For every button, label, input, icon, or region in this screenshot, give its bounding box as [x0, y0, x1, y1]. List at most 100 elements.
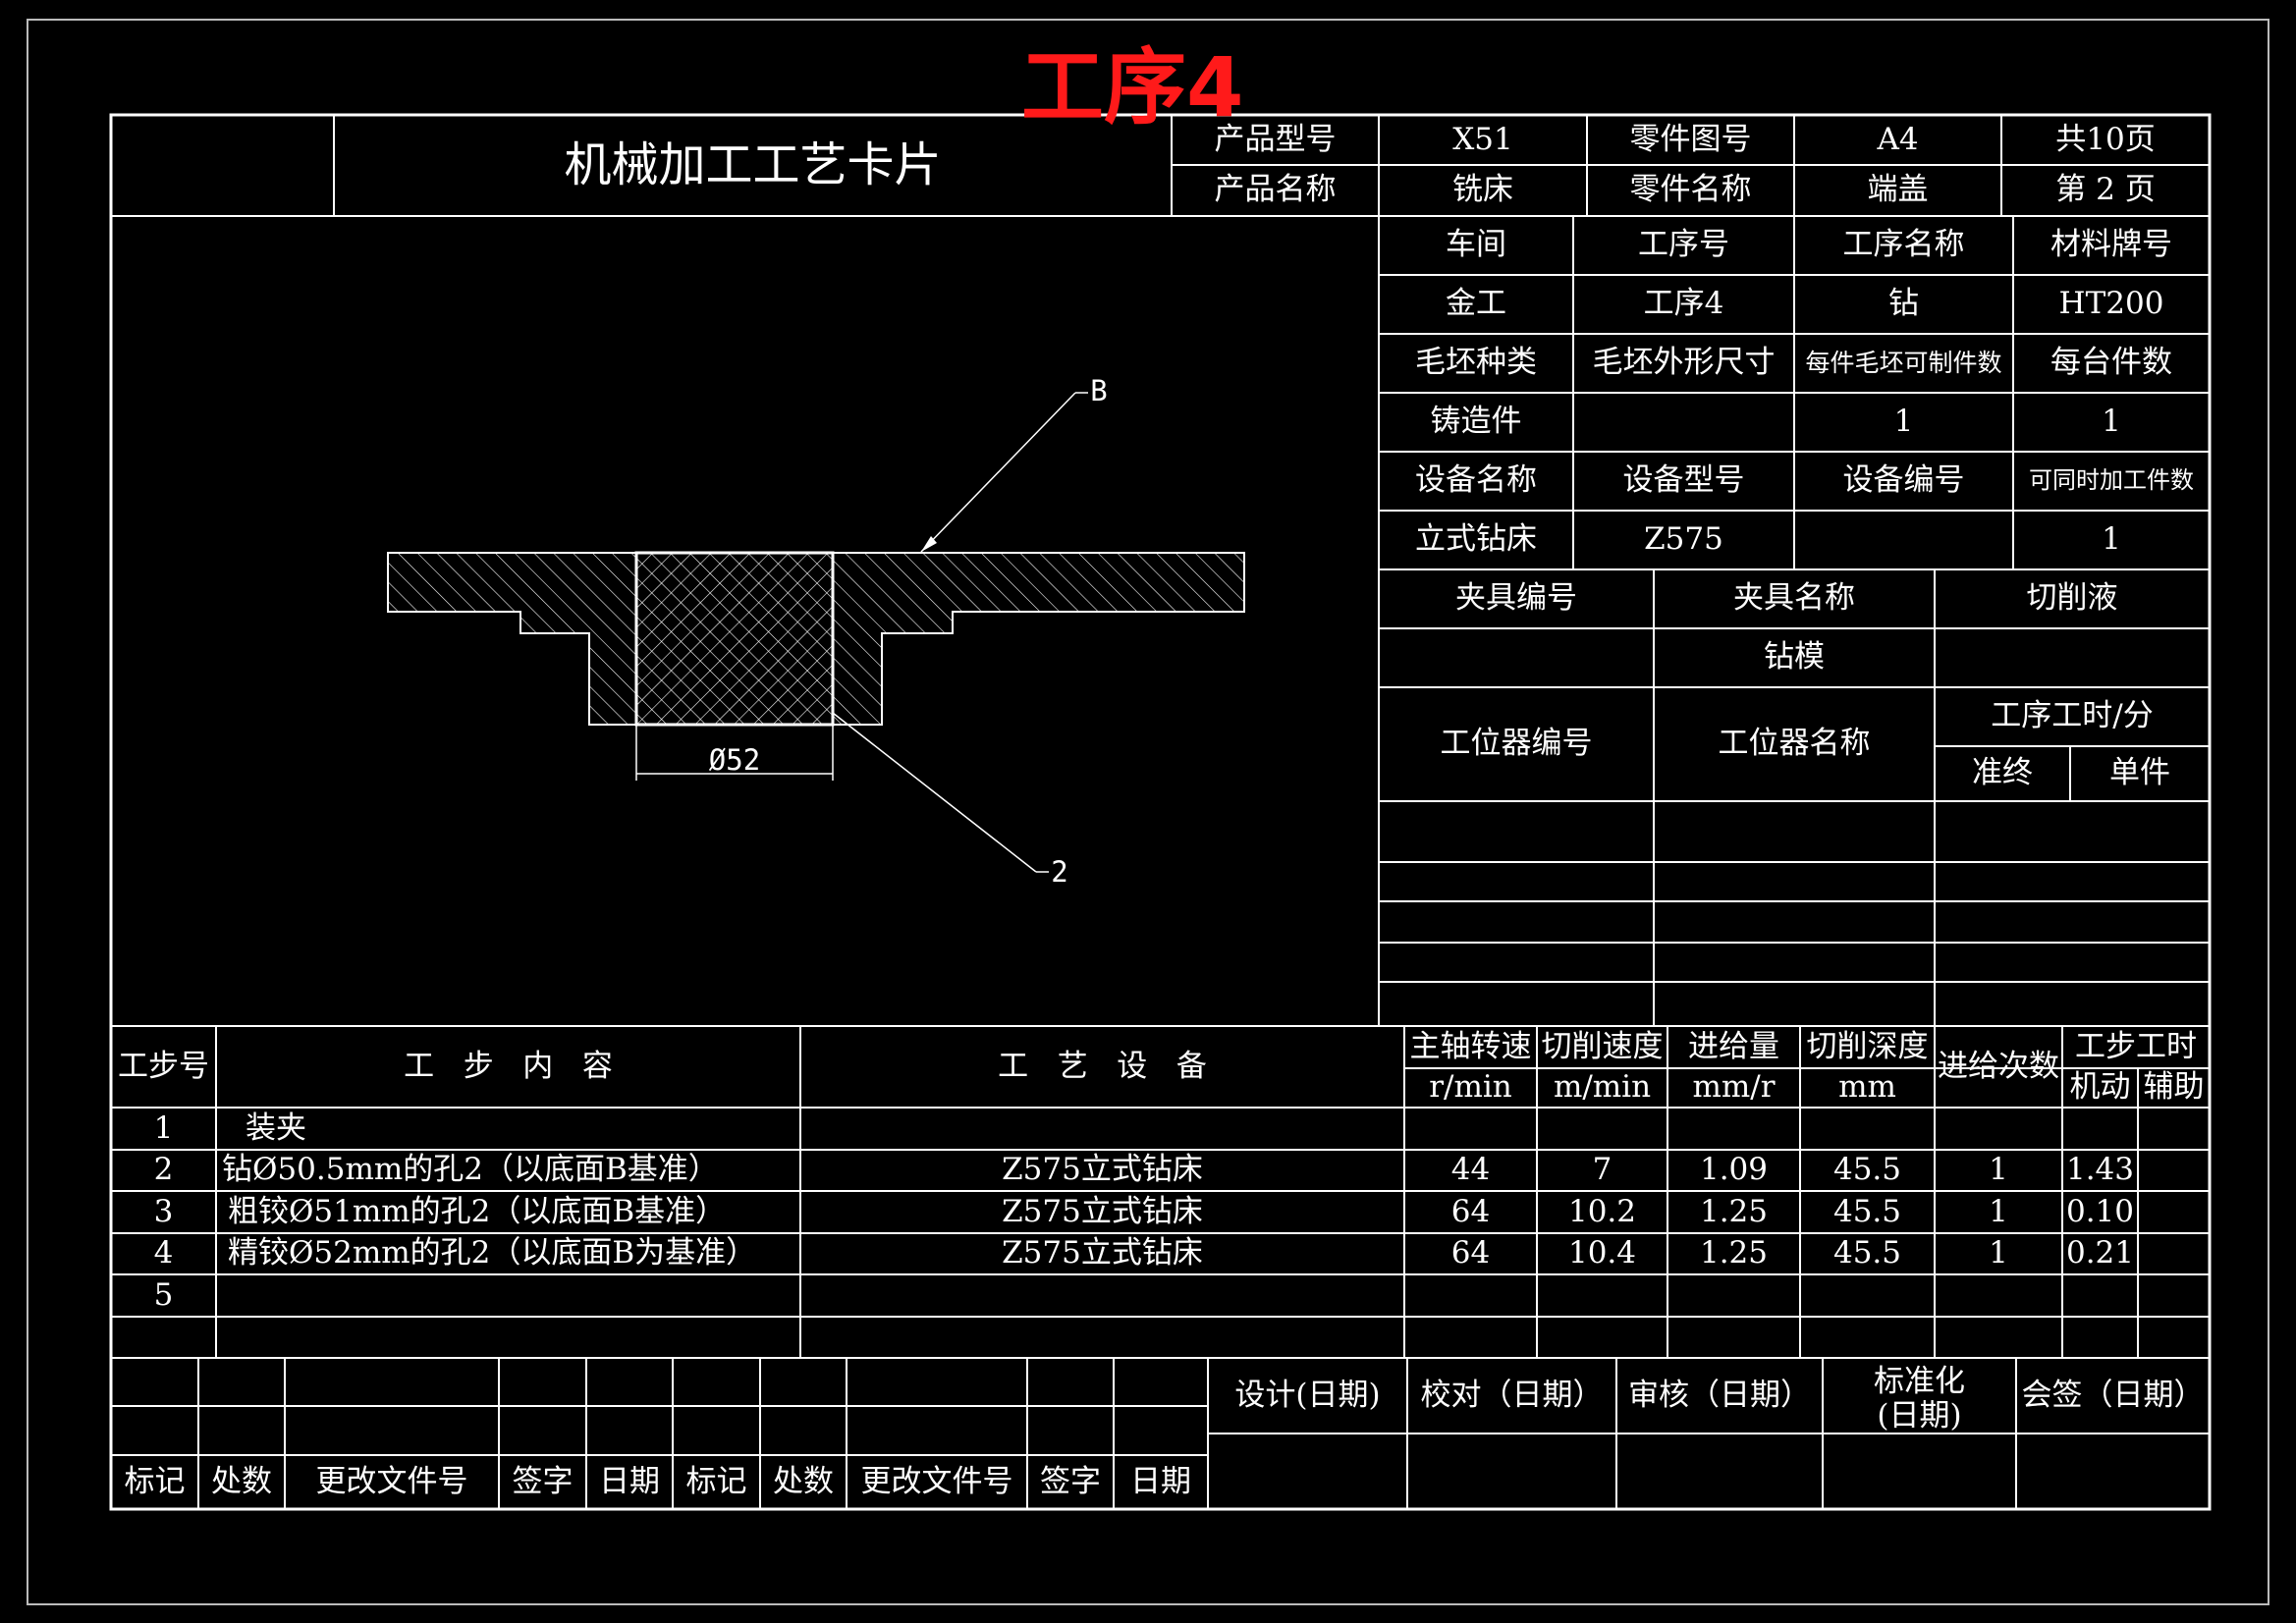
product-name-label: 产品名称	[1214, 172, 1337, 208]
simul-pieces: 1	[2102, 521, 2121, 558]
standard-label: 标准化	[1874, 1364, 1965, 1400]
flange-section	[387, 552, 637, 726]
step-machine-time: 0.10	[2065, 1193, 2135, 1229]
step-no-header: 工步号	[118, 1048, 209, 1084]
step-passes: 1	[1989, 1152, 2008, 1188]
step-speed: 7	[1592, 1152, 1613, 1188]
standard-date-label: (日期)	[1877, 1398, 1962, 1434]
product-model: X51	[1452, 121, 1513, 157]
step-spindle: 44	[1450, 1152, 1491, 1188]
part-name-label: 零件名称	[1629, 172, 1752, 208]
step-content: 粗铰Ø51mm的孔2（以底面B基准）	[228, 1193, 727, 1229]
step-time-header: 工步工时	[2075, 1028, 2197, 1064]
step-speed: 10.4	[1567, 1235, 1637, 1271]
table-grid	[111, 115, 2210, 1509]
step-spindle: 64	[1450, 1235, 1491, 1271]
step-no: 4	[153, 1235, 174, 1271]
depth-header: 切削深度	[1806, 1028, 1929, 1064]
part-section-drawing	[387, 392, 1245, 873]
review-date-label: 审核（日期）	[1628, 1377, 1811, 1413]
footer-count: 处数	[211, 1463, 272, 1499]
step-no: 3	[153, 1193, 174, 1229]
total-pages: 共10页	[2055, 121, 2156, 157]
depth-unit: mm	[1838, 1069, 1896, 1106]
equip-name: 立式钻床	[1415, 521, 1537, 558]
part-drawing-no: A4	[1877, 121, 1919, 157]
op-name: 钻	[1888, 286, 1919, 322]
feed-unit: mm/r	[1692, 1069, 1776, 1106]
step-feed: 1.09	[1699, 1152, 1769, 1188]
spindle-header: 主轴转速	[1409, 1028, 1532, 1064]
footer-date: 日期	[599, 1463, 660, 1499]
footer-change-doc-2: 更改文件号	[860, 1463, 1013, 1499]
part-drawing-no-label: 零件图号	[1629, 121, 1752, 157]
fixture-name: 钻模	[1764, 639, 1825, 676]
station-name-label: 工位器名称	[1718, 726, 1871, 762]
spindle-unit: r/min	[1429, 1069, 1512, 1106]
step-content-header: 工 步 内 容	[404, 1048, 613, 1084]
fixture-name-label: 夹具名称	[1733, 580, 1855, 617]
machine-time-header: 机动	[2069, 1069, 2131, 1106]
countersign-label: 会签（日期）	[2021, 1377, 2205, 1413]
inner-frame	[109, 113, 2212, 1511]
simul-pieces-label: 可同时加工件数	[2029, 466, 2194, 495]
footer-mark: 标记	[124, 1463, 186, 1499]
step-spindle: 64	[1450, 1193, 1491, 1229]
blank-size	[1573, 393, 1794, 452]
step-speed: 10.2	[1567, 1193, 1637, 1229]
aux-time-header: 辅助	[2143, 1069, 2205, 1106]
outer-frame	[27, 19, 2269, 1605]
step-depth: 45.5	[1832, 1193, 1902, 1229]
passes-header: 进给次数	[1938, 1048, 2059, 1084]
station-no-label: 工位器编号	[1440, 726, 1593, 762]
step-no: 1	[153, 1109, 174, 1146]
coolant-label: 切削液	[2026, 580, 2118, 617]
footer-mark-2: 标记	[685, 1463, 747, 1499]
check-date-label: 校对（日期）	[1420, 1377, 1604, 1413]
product-model-label: 产品型号	[1214, 121, 1337, 157]
footer-sign-2: 签字	[1040, 1463, 1101, 1499]
footer-date-2: 日期	[1130, 1463, 1191, 1499]
step-passes: 1	[1989, 1193, 2008, 1229]
step-content: 装夹	[246, 1109, 306, 1146]
flange-section-right	[832, 552, 1245, 726]
equip-no-label: 设备编号	[1842, 462, 1965, 499]
material: HT200	[2058, 286, 2164, 322]
pieces-per-unit-label: 每台件数	[2050, 345, 2172, 381]
pieces-per-blank-label: 每件毛坯可制件数	[1805, 348, 2002, 377]
material-label: 材料牌号	[2050, 227, 2172, 263]
dimension-label: Ø52	[708, 743, 761, 778]
step-equipment: Z575立式钻床	[1002, 1193, 1203, 1229]
step-depth: 45.5	[1832, 1235, 1902, 1271]
step-no: 2	[153, 1152, 174, 1188]
page-title: 工序4	[1021, 39, 1244, 135]
equip-model-label: 设备型号	[1622, 462, 1745, 499]
op-no-label: 工序号	[1638, 227, 1729, 263]
step-machine-time: 1.43	[2065, 1152, 2135, 1188]
reference-b-label: B	[1090, 374, 1108, 408]
equip-no	[1794, 511, 2013, 569]
unit-label: 单件	[2109, 755, 2170, 791]
footer-change-doc: 更改文件号	[315, 1463, 468, 1499]
footer-count-2: 处数	[773, 1463, 834, 1499]
footer-sign: 签字	[512, 1463, 574, 1499]
workshop-label: 车间	[1446, 227, 1506, 263]
step-feed: 1.25	[1699, 1193, 1769, 1229]
feed-header: 进给量	[1688, 1028, 1779, 1064]
product-name: 铣床	[1452, 172, 1513, 208]
page-no: 第 2 页	[2055, 172, 2156, 208]
speed-unit: m/min	[1553, 1069, 1652, 1106]
step-content: 精铰Ø52mm的孔2（以底面B为基准）	[228, 1235, 757, 1271]
step-content: 钻Ø50.5mm的孔2（以底面B基准）	[222, 1152, 719, 1188]
leader-b	[920, 392, 1076, 553]
speed-header: 切削速度	[1541, 1028, 1664, 1064]
pieces-per-blank: 1	[1893, 404, 1914, 440]
step-passes: 1	[1989, 1235, 2008, 1271]
card-title: 机械加工工艺卡片	[564, 136, 942, 192]
leader-2	[832, 712, 1037, 873]
step-equipment: Z575立式钻床	[1002, 1235, 1203, 1271]
step-equipment: Z575立式钻床	[1002, 1152, 1203, 1188]
step-no: 5	[153, 1276, 174, 1313]
prep-label: 准终	[1972, 755, 2033, 791]
